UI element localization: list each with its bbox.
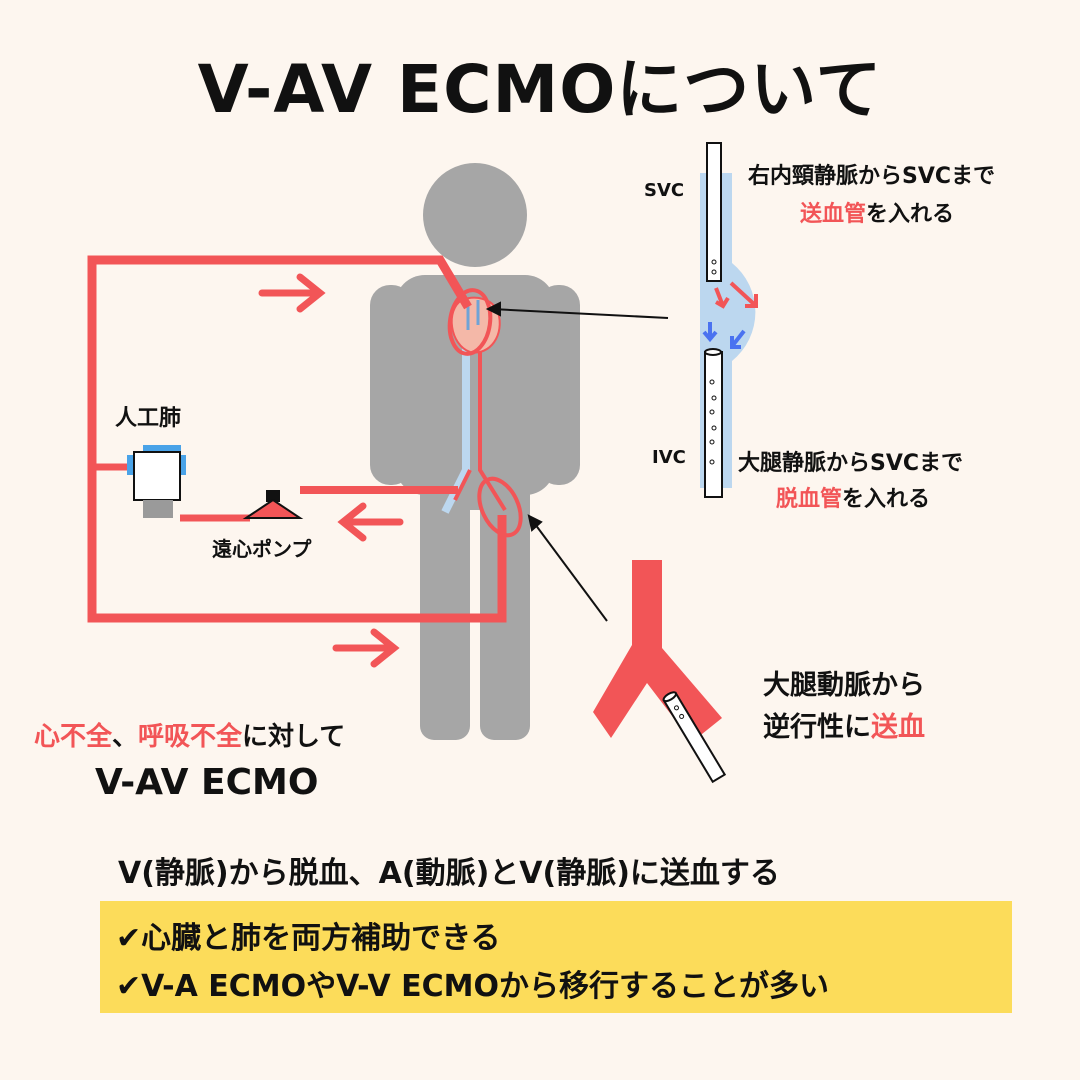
checklist-item-2: ✔V-A ECMOやV-V ECMOから移行することが多い (116, 969, 829, 1004)
page-title: V-AV ECMOについて (197, 51, 883, 128)
svc-label: SVC (644, 180, 685, 201)
return-cannula (706, 142, 722, 282)
drainage-flow-arrows (702, 322, 746, 349)
indication-text: 心不全、呼吸不全に対して (34, 722, 346, 752)
flow-arrow-left-middle (337, 502, 404, 542)
femoral-artery-inset (593, 560, 727, 784)
artery-annotation-line1: 大腿動脈から (763, 670, 925, 701)
flow-arrow-right-top (258, 273, 326, 313)
heart-pointer-line (491, 308, 669, 319)
torso-shape (395, 275, 555, 495)
svc-annotation-line1: 右内頸静脈からSVCまで (748, 164, 996, 189)
artery-bifurcation (593, 560, 722, 742)
ecmo-circuit (87, 255, 507, 623)
artery-branch (453, 469, 472, 501)
ivc-label: IVC (652, 447, 686, 468)
groin-highlight-ring (477, 476, 523, 538)
heart-vessels (466, 300, 480, 330)
heart-highlight-ring (447, 288, 493, 356)
ivc-annotation-line2: 脱血管を入れる (776, 487, 931, 512)
arterial-cannula (662, 691, 727, 784)
artery-vessel (478, 330, 507, 512)
return-flow-arrows (714, 281, 758, 309)
right-arm-shape (538, 285, 580, 485)
arterial-return-term: 送血 (871, 712, 925, 743)
svc-annotation-line2: 送血管を入れる (800, 202, 955, 227)
mode-label: V-AV ECMO (95, 762, 319, 803)
oxygenator-icon (127, 445, 186, 518)
checklist-item-1: ✔心臓と肺を両方補助できる (116, 921, 501, 956)
oxygenator-top-cap (143, 445, 181, 455)
oxygenator-base (143, 500, 173, 518)
flow-arrows (258, 273, 404, 668)
respiratory-failure-term: 呼吸不全 (138, 722, 243, 752)
flow-arrow-right-bottom (332, 628, 400, 668)
heart-failure-term: 心不全 (34, 722, 113, 752)
drainage-cannula-term: 脱血管 (776, 487, 843, 512)
human-silhouette (370, 163, 580, 740)
pump-label: 遠心ポンプ (212, 537, 312, 561)
summary-text: V(静脈)から脱血、A(動脈)とV(静脈)に送血する (118, 856, 780, 891)
vein-vessel (441, 330, 470, 514)
highlight-box: ✔心臓と肺を両方補助できる ✔V-A ECMOやV-V ECMOから移行すること… (100, 901, 1012, 1013)
ivc-annotation-line1: 大腿静脈からSVCまで (738, 451, 964, 476)
drainage-cannula (704, 351, 723, 498)
left-arm-shape (370, 285, 412, 485)
pointer-lines (485, 301, 669, 622)
return-circuit-line (87, 255, 507, 623)
groin-pointer-line (531, 519, 608, 622)
cannula-inset (700, 142, 758, 498)
oxygenator-label: 人工肺 (115, 406, 182, 431)
artery-annotation-line2: 逆行性に送血 (763, 712, 925, 743)
body-vessels (441, 288, 523, 538)
head-shape (423, 163, 527, 267)
centrifugal-pump-icon (242, 490, 304, 519)
return-cannula-term: 送血管 (800, 202, 867, 227)
